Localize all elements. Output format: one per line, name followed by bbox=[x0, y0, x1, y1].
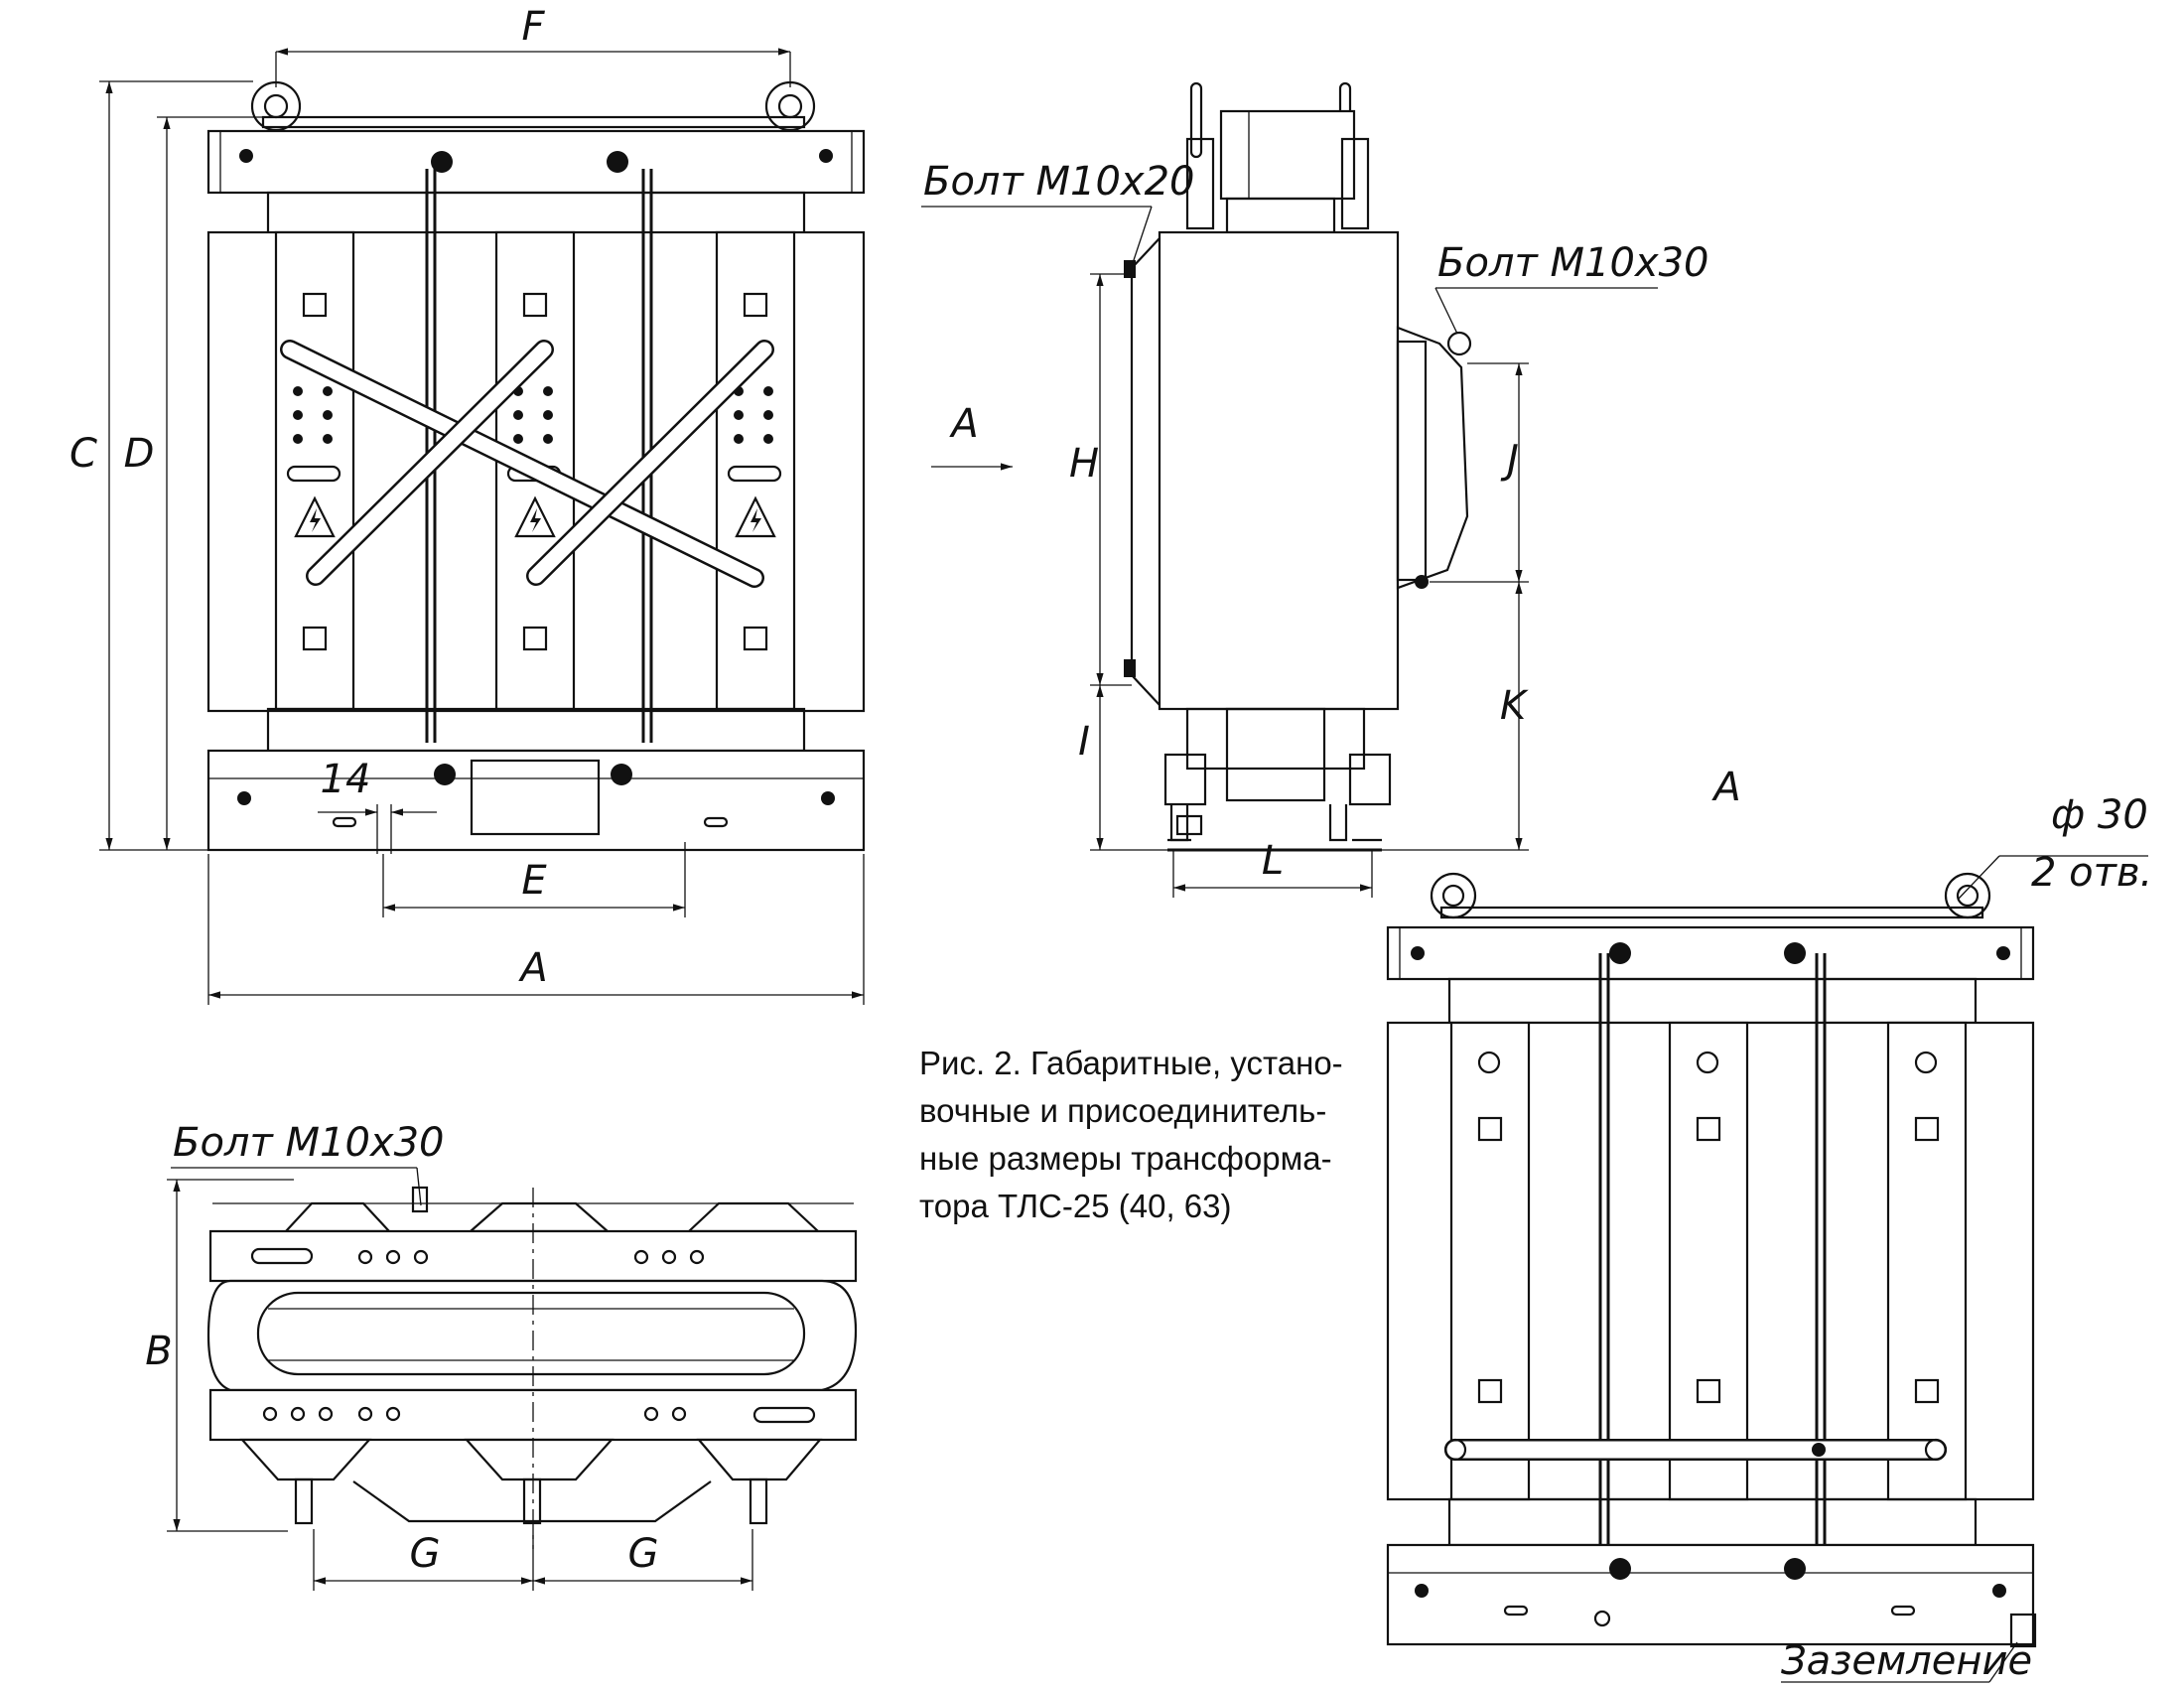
lifting-eye-rear-left-icon bbox=[1430, 872, 1477, 919]
dim-label-a: A bbox=[517, 945, 547, 991]
view-label-a: A bbox=[1710, 765, 1740, 810]
dim-label-c: C bbox=[69, 431, 97, 477]
diagonal-braces bbox=[280, 340, 774, 588]
caption-line-3: ные размеры трансформа- bbox=[919, 1140, 1332, 1177]
side-view: Болт М10х20 Болт М10х30 A H I J K L bbox=[921, 81, 1708, 898]
lifting-eye-right-icon bbox=[764, 80, 816, 132]
high-voltage-warning-icon bbox=[294, 495, 776, 538]
dim-label-14: 14 bbox=[321, 757, 371, 802]
dim-label-b: B bbox=[145, 1329, 172, 1374]
dim-label-e: E bbox=[521, 858, 547, 904]
callout-bolt-m10x30-top: Болт М10х30 bbox=[173, 1120, 444, 1166]
dim-label-i: I bbox=[1078, 719, 1090, 765]
caption-line-4: тора ТЛС-25 (40, 63) bbox=[919, 1188, 1231, 1224]
callout-hole-diameter: ф 30 bbox=[2051, 792, 2148, 838]
caption-line-2: вочные и присоединитель- bbox=[919, 1092, 1326, 1129]
lifting-eye-left-icon bbox=[250, 80, 302, 132]
dim-label-h: H bbox=[1069, 441, 1099, 487]
front-view: F C D 14 E A bbox=[69, 4, 866, 1005]
dim-label-d: D bbox=[124, 431, 155, 477]
dim-label-k: K bbox=[1500, 683, 1529, 729]
dim-label-f: F bbox=[521, 4, 545, 50]
dim-label-g-right: G bbox=[628, 1531, 659, 1577]
figure-caption: Рис. 2. Габаритные, устано- вочные и при… bbox=[919, 1045, 1343, 1224]
callout-grounding: Заземление bbox=[1781, 1638, 2032, 1684]
view-arrow-a: A bbox=[948, 401, 978, 447]
rear-view-a: ф 30 2 отв. Заземление bbox=[1386, 792, 2152, 1684]
side-body bbox=[1158, 230, 1400, 711]
callout-hole-count: 2 отв. bbox=[2031, 850, 2152, 896]
nameplate bbox=[470, 759, 601, 836]
caption-line-1: Рис. 2. Габаритные, устано- bbox=[919, 1045, 1343, 1081]
dim-label-g-left: G bbox=[410, 1531, 441, 1577]
top-view: Болт М10х30 B G G bbox=[145, 1120, 858, 1591]
callout-bolt-m10x20: Болт М10х20 bbox=[923, 159, 1194, 205]
upper-yoke-beam bbox=[206, 129, 866, 195]
dim-label-l: L bbox=[1262, 838, 1284, 884]
callout-bolt-m10x30-side: Болт М10х30 bbox=[1437, 240, 1708, 286]
grounding-terminal-icon bbox=[2009, 1613, 2037, 1648]
dim-label-j: J bbox=[1500, 437, 1519, 483]
